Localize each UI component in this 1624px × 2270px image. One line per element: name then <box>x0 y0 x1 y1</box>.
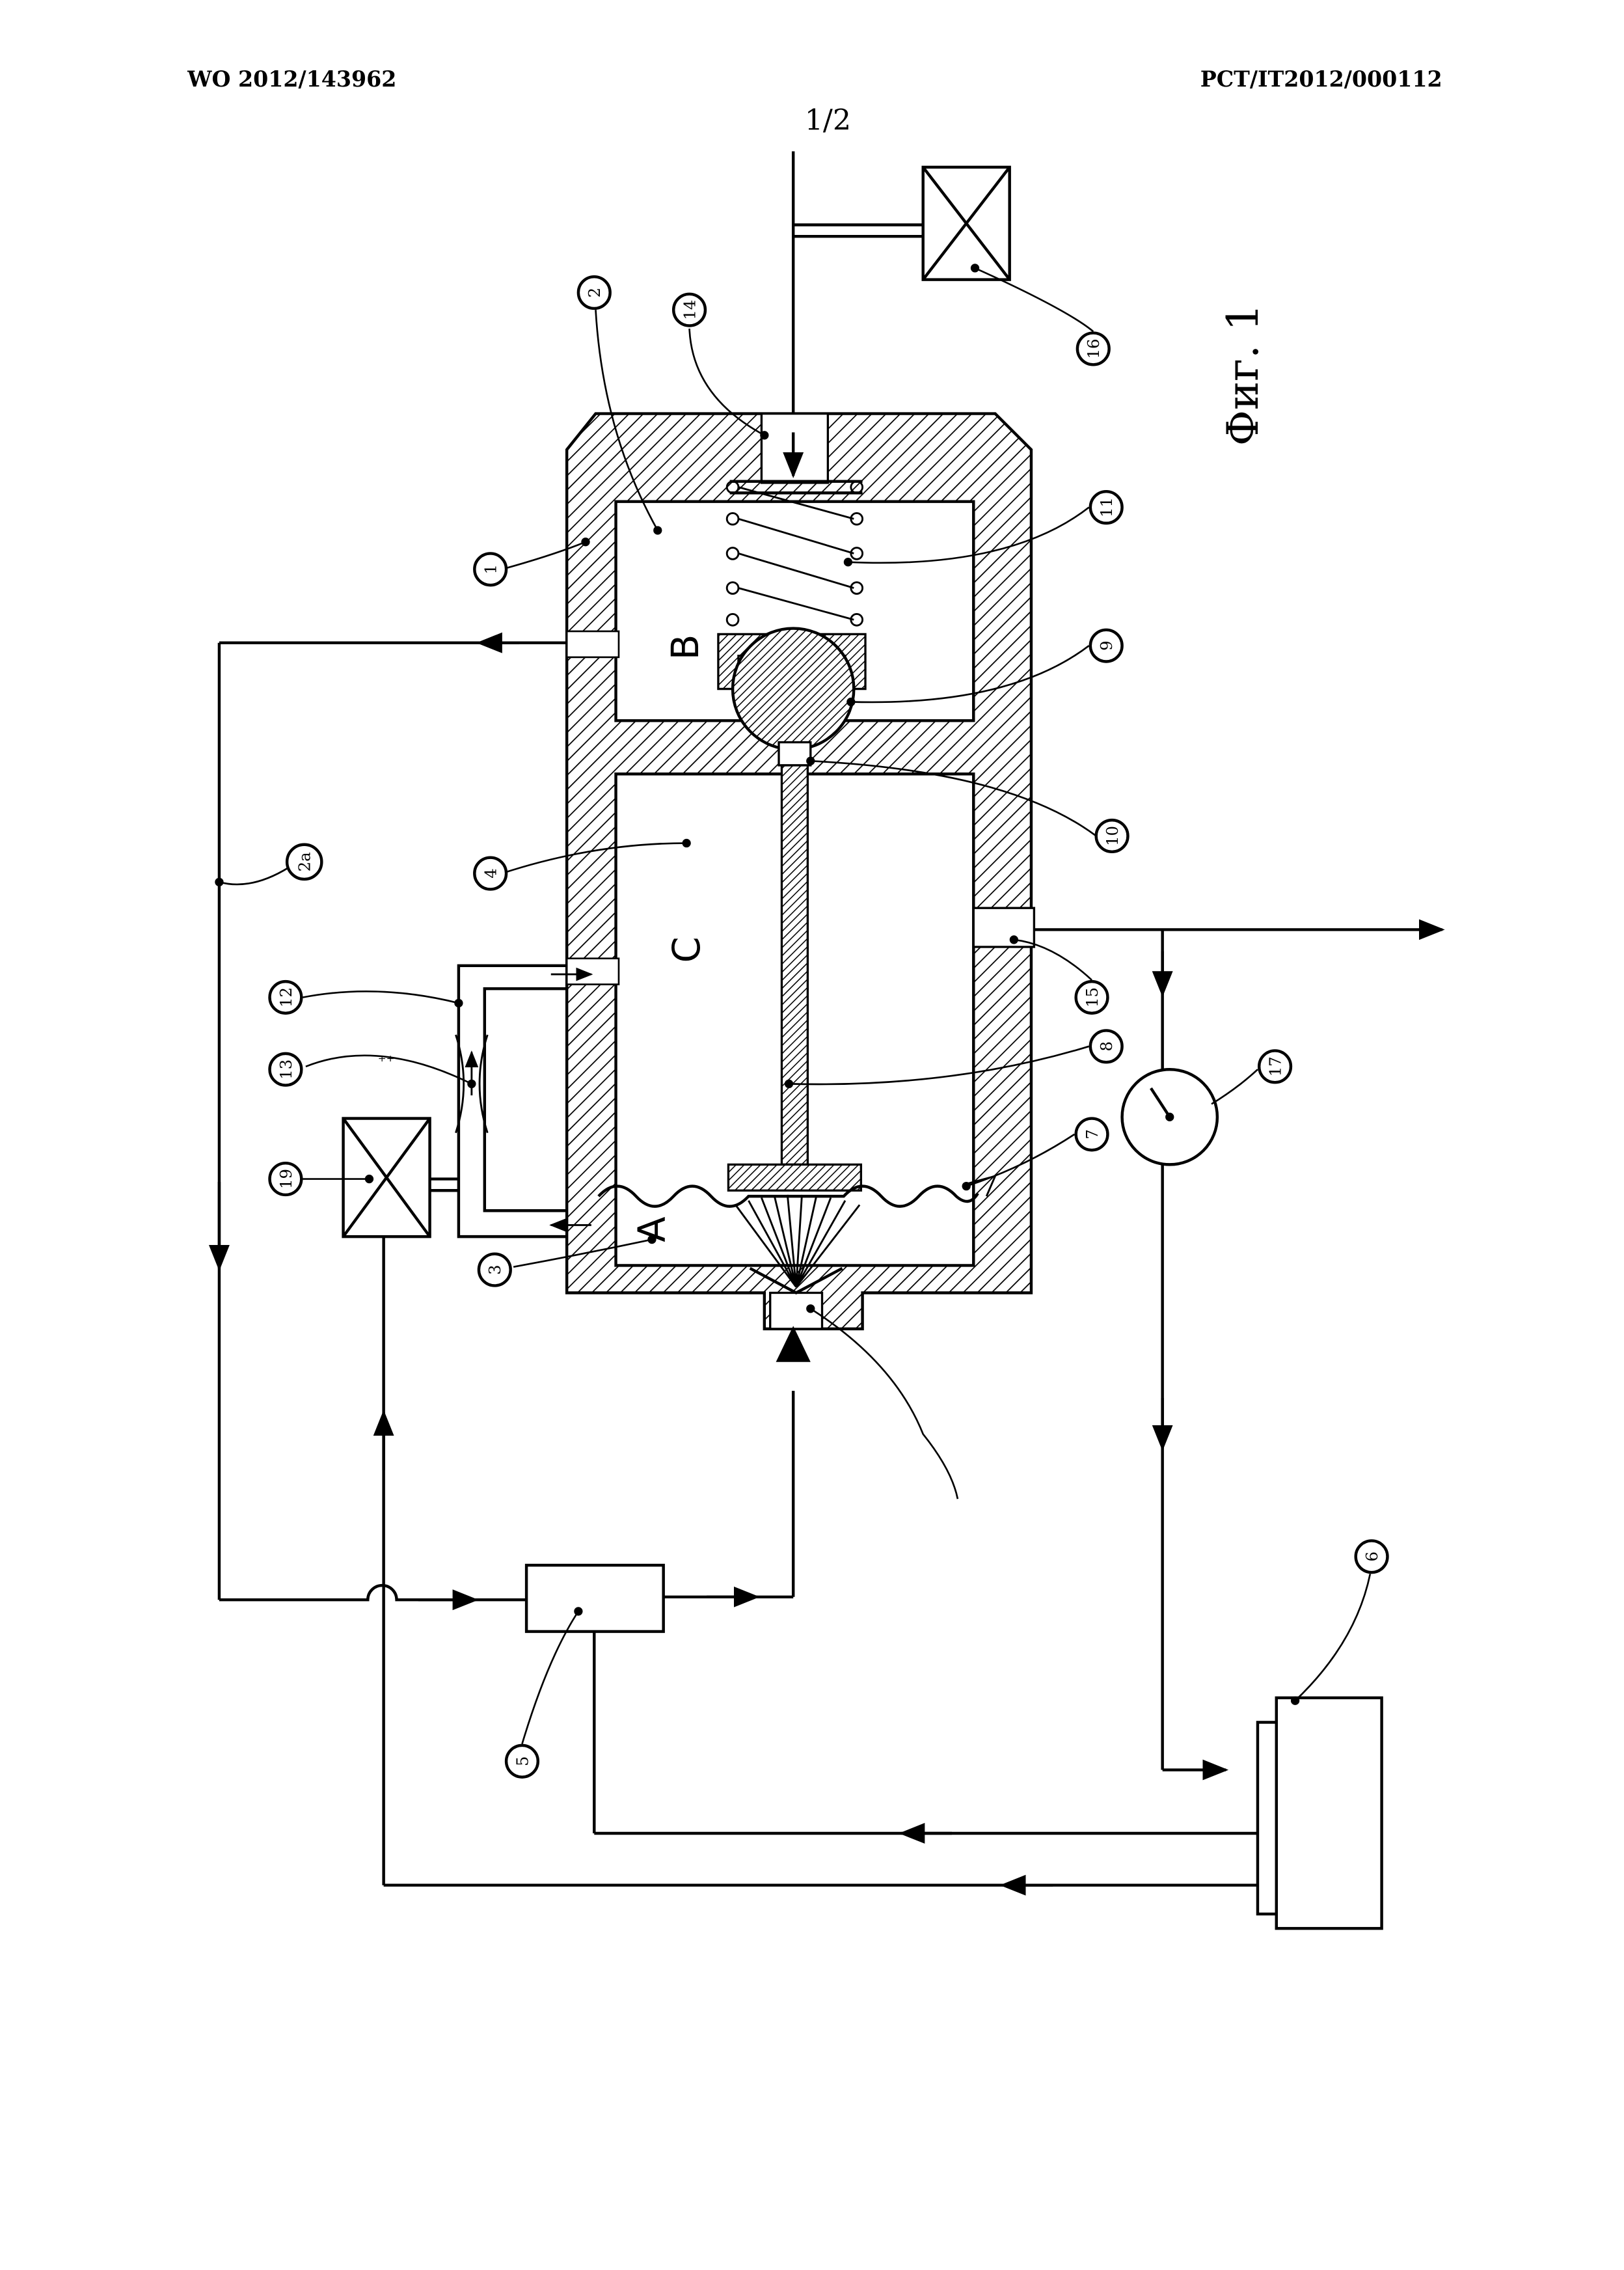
svg-text:2a: 2a <box>295 852 314 871</box>
callout-3: 3 <box>477 1252 512 1287</box>
svg-text:11: 11 <box>1097 497 1116 517</box>
diaphragm <box>597 1184 979 1208</box>
svg-text:5: 5 <box>513 1756 532 1766</box>
valve-16 <box>921 165 1011 281</box>
callout-2: 2 <box>576 275 612 310</box>
svg-text:12: 12 <box>277 987 295 1007</box>
svg-text:7: 7 <box>1083 1129 1102 1139</box>
svg-text:15: 15 <box>1083 987 1102 1007</box>
sheet-number: 1/2 <box>805 103 851 137</box>
callout-8: 8 <box>1089 1029 1124 1064</box>
valve-19 <box>342 1117 431 1238</box>
chamber-c-label: C <box>665 937 709 963</box>
svg-text:8: 8 <box>1097 1041 1116 1051</box>
svg-text:4: 4 <box>481 868 500 878</box>
svg-text:3: 3 <box>485 1265 504 1274</box>
callout-11: 11 <box>1089 489 1124 525</box>
leader-lines <box>215 264 1372 1745</box>
callout-10: 10 <box>1094 818 1130 854</box>
svg-text:17: 17 <box>1265 1056 1284 1076</box>
svg-text:14: 14 <box>680 300 699 320</box>
spray-cone <box>735 1194 861 1288</box>
spring <box>725 480 864 627</box>
callout-16: 16 <box>1076 331 1111 366</box>
svg-text:9: 9 <box>1097 640 1116 650</box>
callout-14: 14 <box>671 292 707 327</box>
inlet-arrow-head <box>776 1326 811 1362</box>
valve-stem <box>727 741 863 1192</box>
svg-text:1: 1 <box>481 564 500 574</box>
callout-17: 17 <box>1257 1049 1293 1084</box>
pressure-gauge <box>1120 1068 1219 1166</box>
svg-text:6: 6 <box>1362 1552 1381 1561</box>
svg-text:19: 19 <box>277 1169 295 1189</box>
figure-caption: Фиг. 1 <box>1217 303 1268 446</box>
callout-7: 7 <box>1074 1117 1109 1152</box>
svg-text:2: 2 <box>585 288 604 297</box>
callout-5: 5 <box>504 1744 540 1779</box>
callout-12: 12 <box>268 979 303 1015</box>
needle-adjust-mark: ⁺⁺ <box>378 1052 395 1071</box>
callout-4: 4 <box>473 856 508 891</box>
callout-1: 1 <box>473 552 508 587</box>
svg-text:10: 10 <box>1103 826 1122 846</box>
svg-text:16: 16 <box>1084 338 1103 359</box>
callout-6: 6 <box>1354 1539 1389 1574</box>
callout-2a: 2a <box>285 843 323 881</box>
valve-ball <box>717 627 867 751</box>
application-number: PCT/IT2012/000112 <box>1200 66 1442 92</box>
publication-number: WO 2012/143962 <box>187 66 396 92</box>
control-unit-6 <box>1256 1696 1383 1930</box>
chamber-b-label: B <box>664 635 707 660</box>
component-5 <box>524 1563 665 1634</box>
svg-text:13: 13 <box>277 1060 295 1080</box>
callout-13: 13 <box>268 1052 303 1087</box>
callout-15: 15 <box>1074 979 1109 1015</box>
callout-19: 19 <box>268 1161 303 1197</box>
valve-body <box>565 412 1036 1331</box>
callout-9: 9 <box>1089 628 1124 663</box>
